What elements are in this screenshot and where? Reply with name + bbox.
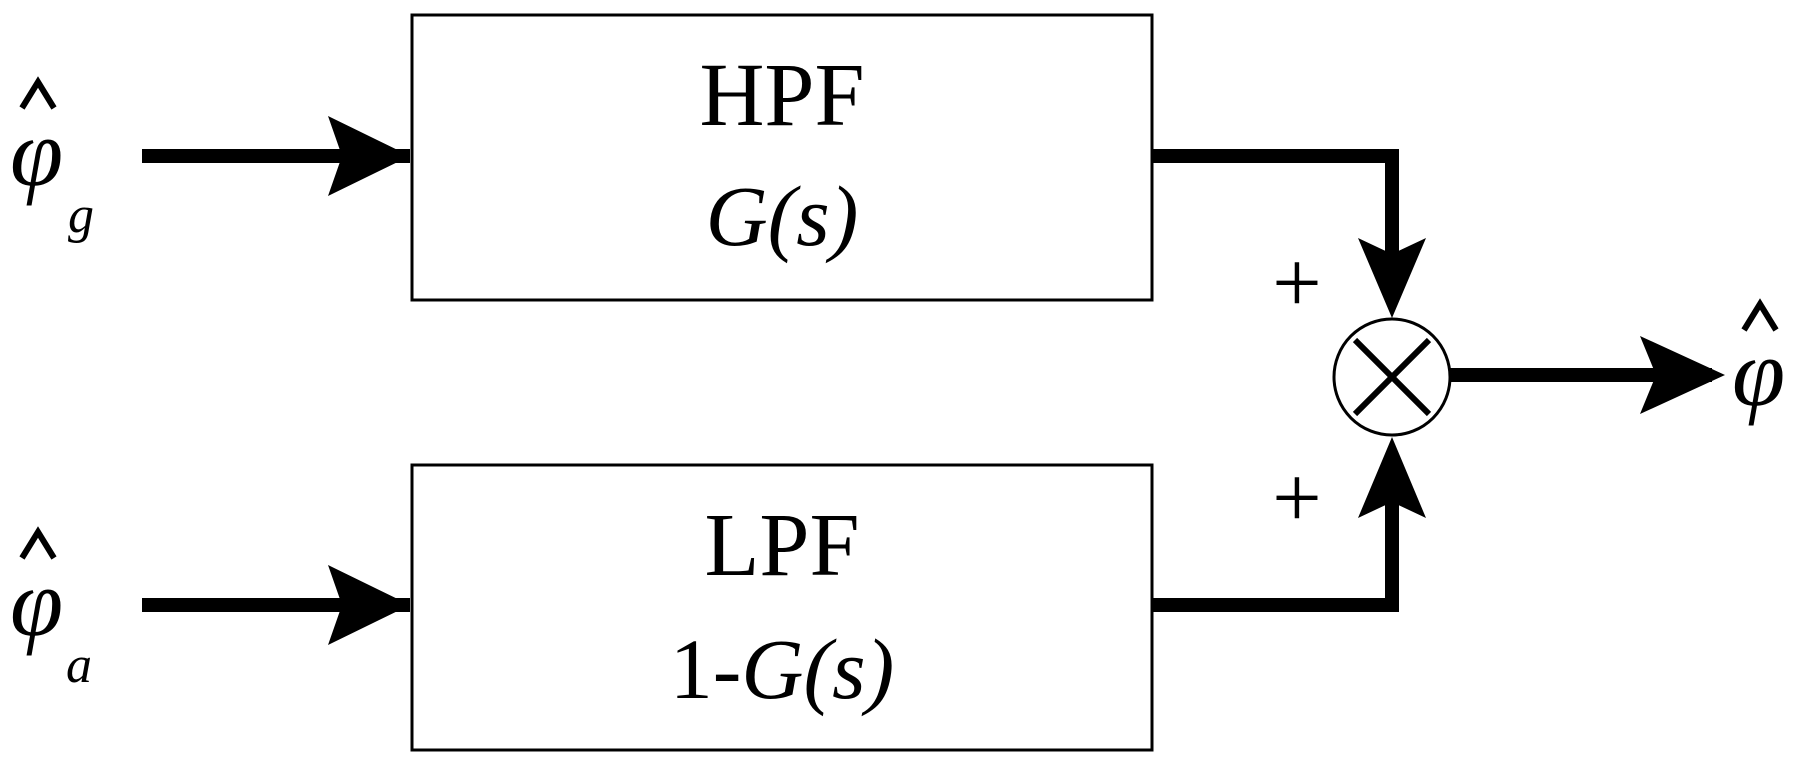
hpf-block: HPF G(s)	[410, 13, 1154, 302]
hpf-function: G(s)	[706, 168, 859, 264]
hpf-to-junction-line	[1152, 149, 1399, 300]
hpf-block-border	[410, 13, 1154, 302]
accel-input-symbol: φ	[10, 549, 63, 656]
lpf-title: LPF	[704, 496, 859, 595]
summing-junction: + +	[1272, 235, 1452, 547]
lpf-block: LPF 1-G(s)	[410, 463, 1154, 752]
output-hat-icon	[1741, 298, 1779, 332]
accel-hat-icon	[19, 526, 57, 560]
lpf-function: G(s)	[741, 621, 894, 717]
output-symbol: φ	[1732, 319, 1785, 426]
accel-input-label: φ a	[10, 526, 92, 694]
junction-to-output-arrowhead-icon	[1640, 336, 1725, 414]
accel-to-lpf-arrowhead-icon	[328, 565, 410, 645]
gyro-input-subscript: g	[68, 187, 94, 244]
gyro-input-label: φ g	[10, 76, 94, 244]
lpf-function-prefix: 1-	[670, 621, 742, 717]
gyro-to-hpf-arrowhead-icon	[328, 116, 410, 196]
input-arrows	[142, 116, 410, 645]
output-label: φ	[1732, 298, 1785, 426]
lpf-block-border	[410, 463, 1154, 752]
hpf-to-junction-arrowhead-icon	[1358, 238, 1426, 318]
junction-bottom-sign: +	[1272, 450, 1322, 547]
lpf-to-junction-line	[1152, 457, 1399, 612]
accel-input-subscript: a	[66, 637, 92, 694]
hpf-title: HPF	[699, 46, 864, 145]
junction-top-sign: +	[1272, 235, 1322, 332]
gyro-input-symbol: φ	[10, 99, 63, 206]
output-arrow	[1450, 336, 1725, 414]
junction-inputs	[1152, 149, 1426, 612]
lpf-function-line: 1-G(s)	[670, 621, 895, 717]
lpf-to-junction-arrowhead-icon	[1358, 437, 1426, 518]
gyro-hat-icon	[19, 76, 57, 110]
summing-junction-cross-b-icon	[1352, 337, 1432, 417]
